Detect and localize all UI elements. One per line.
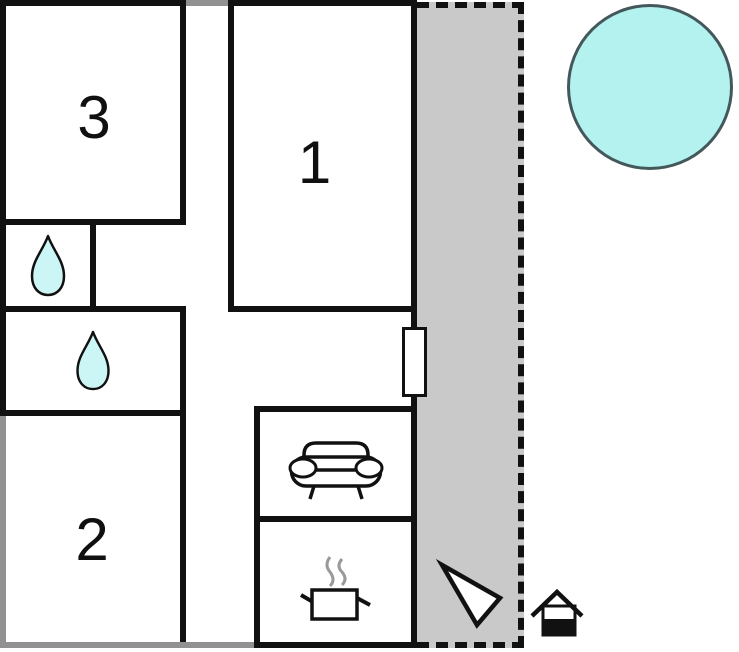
wall-segment-gray — [0, 642, 254, 648]
house-icon — [530, 588, 584, 637]
water-drop-icon — [30, 234, 66, 296]
wall-segment — [254, 642, 417, 648]
pool-icon — [567, 4, 733, 170]
wall-segment — [228, 0, 417, 6]
wall-segment — [254, 406, 417, 412]
door-window — [402, 327, 427, 397]
bedroom-3: 3 — [6, 6, 180, 219]
living-room — [260, 412, 411, 516]
bedroom-1: 1 — [234, 6, 411, 306]
wall-segment — [228, 306, 417, 312]
wall-segment-gray — [186, 0, 228, 6]
cooking-pot-icon — [299, 556, 371, 621]
wall-segment — [0, 0, 186, 6]
room-label: 1 — [297, 129, 332, 196]
bathroom-1 — [6, 225, 90, 306]
wall-segment — [254, 516, 417, 522]
water-drop-icon — [76, 330, 110, 391]
direction-arrow-icon — [435, 558, 504, 629]
wall-segment — [90, 219, 96, 312]
wall-segment — [0, 306, 186, 312]
bathroom-2 — [6, 312, 180, 410]
wall-segment — [254, 406, 260, 648]
room-label: 2 — [75, 506, 109, 573]
wall-segment — [180, 0, 186, 225]
bedroom-2: 2 — [6, 416, 180, 642]
sofa-icon — [288, 441, 383, 500]
kitchen — [260, 522, 411, 642]
terrace-area — [417, 2, 524, 648]
wall-segment — [228, 0, 234, 312]
wall-segment — [0, 0, 6, 416]
room-label: 3 — [77, 83, 111, 151]
wall-segment-gray — [0, 416, 6, 648]
steam-icon — [337, 558, 346, 587]
wall-segment — [180, 306, 186, 648]
wall-segment — [0, 410, 186, 416]
steam-icon — [325, 556, 334, 588]
wall-segment — [411, 0, 417, 648]
